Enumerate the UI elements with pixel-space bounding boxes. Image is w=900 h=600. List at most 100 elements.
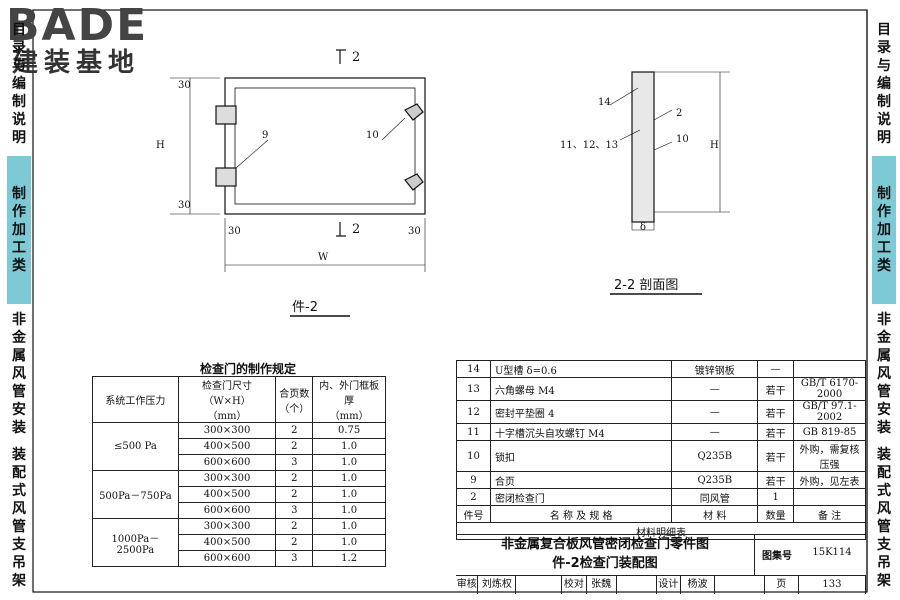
title-block: 非金属复合板风管密闭检查门零件图 件-2检查门装配图 图集号 15K114 审核…: [456, 534, 866, 594]
spec-header: 内、外门框板厚 （mm）: [312, 376, 386, 423]
side-tab-3[interactable]: 装配式风管支吊架: [877, 447, 891, 589]
spec-header: 合页数 （个）: [275, 376, 314, 423]
material-cell: 若干: [757, 400, 795, 424]
material-cell: 同风管: [671, 488, 759, 506]
spec-cell: 2: [275, 534, 314, 551]
logo-brand: BADE: [6, 0, 149, 51]
material-cell: 十字槽沉头自攻螺钉 M4: [489, 423, 673, 441]
side-tab-2[interactable]: 非金属风管安装: [12, 312, 26, 436]
sign-cell: 133: [799, 576, 866, 594]
spec-cell: 3: [275, 502, 314, 519]
spec-cell: 1.0: [312, 454, 386, 471]
material-cell: 11: [456, 423, 491, 441]
side-tab-0[interactable]: 目录与编制说明: [12, 22, 26, 146]
material-cell: 若干: [757, 377, 795, 401]
side-tab-3[interactable]: 装配式风管支吊架: [12, 447, 26, 589]
spec-cell: 1.0: [312, 502, 386, 519]
spec-cell: 300×300: [177, 422, 277, 439]
material-cell: 2: [456, 488, 491, 506]
caption-underline-2: [610, 293, 702, 295]
spec-table: 系统工作压力检查门尺寸（W×H） （mm）合页数 （个）内、外门框板厚 （mm）…: [92, 376, 386, 567]
material-cell: —: [671, 400, 759, 424]
dim-h: H: [156, 140, 165, 151]
spec-cell: 2: [275, 518, 314, 535]
spec-cell: 600×600: [177, 550, 277, 567]
material-cell: 14: [456, 360, 491, 378]
dim-30-right: 30: [408, 226, 421, 237]
dim-30-left: 30: [228, 226, 241, 237]
spec-header: 检查门尺寸（W×H） （mm）: [177, 376, 277, 423]
atlas-number: 15K114: [812, 547, 852, 558]
material-cell: 1: [757, 488, 795, 506]
logo-subtitle: 建装基地: [12, 48, 141, 78]
sign-cell: [516, 576, 563, 594]
spec-cell: 1.0: [312, 438, 386, 455]
side-tab-0[interactable]: 目录与编制说明: [877, 22, 891, 146]
material-cell: GB/T 97.1-2002: [793, 400, 866, 424]
material-cell: 密闭检查门: [489, 488, 673, 506]
material-header: 件号: [456, 505, 491, 523]
title-block-titles: 非金属复合板风管密闭检查门零件图 件-2检查门装配图: [456, 535, 755, 575]
pressure-cell: 1000Pa－2500Pa: [92, 518, 179, 567]
section-2-2-drawing: [609, 71, 730, 231]
pressure-cell: 500Pa－750Pa: [92, 470, 179, 519]
callout-9: 9: [262, 130, 269, 141]
callout-10: 10: [366, 130, 379, 141]
spec-cell: 1.2: [312, 550, 386, 567]
pressure-cell: ≤500 Pa: [92, 422, 179, 471]
title-line-2: 件-2检查门装配图: [552, 556, 658, 571]
material-cell: —: [671, 423, 759, 441]
material-cell: 六角螺母 M4: [489, 377, 673, 401]
material-cell: —: [671, 377, 759, 401]
spec-cell: 600×600: [177, 502, 277, 519]
brand-logo: BADE 建装基地: [6, 0, 149, 79]
spec-cell: 400×500: [177, 486, 277, 503]
material-cell: 镀锌钢板: [671, 360, 759, 378]
material-cell: 若干: [757, 471, 795, 489]
material-cell: [793, 360, 866, 378]
material-cell: GB/T 6170-2000: [793, 377, 866, 401]
section-mark-top: 2: [352, 50, 361, 65]
sign-cell: 刘炼权: [478, 576, 517, 594]
material-cell: 密封平垫圈 4: [489, 400, 673, 424]
dim-delta: δ: [640, 222, 647, 233]
dim-30-top: 30: [178, 80, 191, 91]
material-cell: Q235B: [671, 471, 759, 489]
door-elevation-drawing: [170, 49, 426, 272]
callout-10-section: 10: [676, 134, 689, 145]
sign-cell: 张魏: [587, 576, 617, 594]
material-cell: GB 819-85: [793, 423, 866, 441]
dim-h-section: H: [710, 140, 719, 151]
section-mark-bottom: 2: [352, 222, 361, 237]
spec-cell: 600×600: [177, 454, 277, 471]
spec-cell: 2: [275, 422, 314, 439]
atlas-label: 图集号: [762, 551, 792, 562]
material-cell: 外购，需复核压强: [793, 440, 866, 472]
side-tab-2[interactable]: 非金属风管安装: [877, 312, 891, 436]
spec-header: 系统工作压力: [92, 376, 179, 423]
material-cell: 外购，见左表: [793, 471, 866, 489]
material-cell: 锁扣: [489, 440, 673, 472]
material-header: 数量: [757, 505, 795, 523]
spec-cell: 2: [275, 486, 314, 503]
material-header: 材 料: [671, 505, 759, 523]
sign-cell: 校对: [562, 576, 587, 594]
material-cell: 10: [456, 440, 491, 472]
side-tab-1[interactable]: 制作加工类: [872, 156, 896, 304]
caption-underline: [290, 315, 350, 317]
spec-cell: 300×300: [177, 518, 277, 535]
side-tab-1[interactable]: 制作加工类: [7, 156, 31, 304]
material-cell: 合页: [489, 471, 673, 489]
material-cell: U型槽 δ=0.6: [489, 360, 673, 378]
material-header: 备 注: [793, 505, 866, 523]
